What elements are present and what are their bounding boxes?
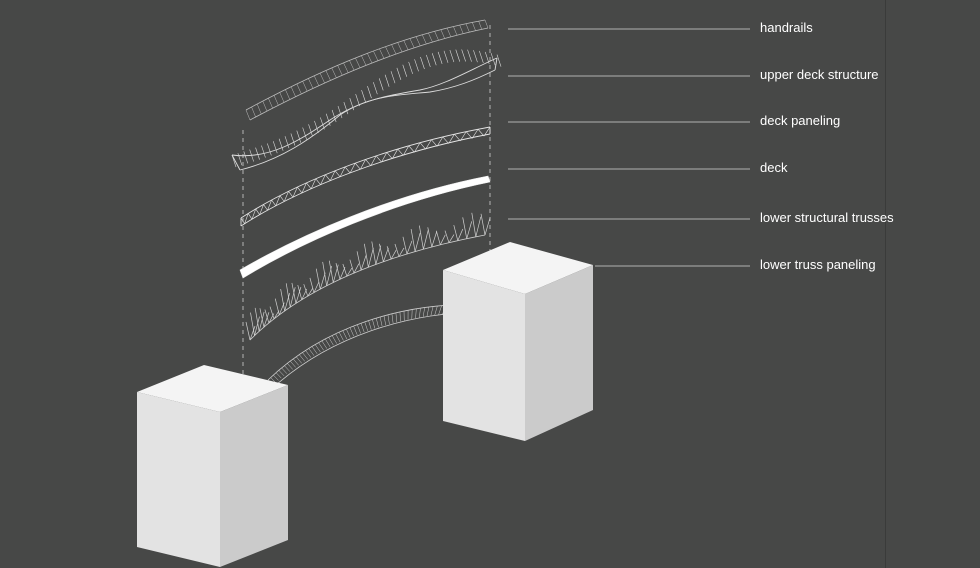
left-abutment-block (137, 365, 288, 567)
leader-lines (508, 28, 750, 267)
right-block-top (443, 242, 593, 294)
left-block-top (137, 365, 288, 412)
label-lower-truss-paneling: lower truss paneling (760, 257, 876, 272)
deck-layer (239, 175, 491, 279)
right-block-front (443, 270, 525, 441)
label-deck: deck (760, 160, 788, 175)
label-handrails: handrails (760, 20, 813, 35)
label-lower-structural-trusses: lower structural trusses (760, 210, 894, 225)
handrails-layer (245, 19, 489, 121)
right-block-side (525, 265, 593, 441)
frame-edge (885, 0, 886, 568)
left-block-side (220, 385, 288, 567)
label-upper-deck-structure: upper deck structure (760, 67, 879, 82)
deck-paneling-layer (240, 126, 491, 227)
upper-deck-structure-layer (231, 49, 502, 171)
left-block-front (137, 392, 220, 567)
right-abutment-block (443, 242, 593, 441)
label-deck-paneling: deck paneling (760, 113, 841, 128)
lower-structural-trusses-layer (245, 212, 491, 341)
